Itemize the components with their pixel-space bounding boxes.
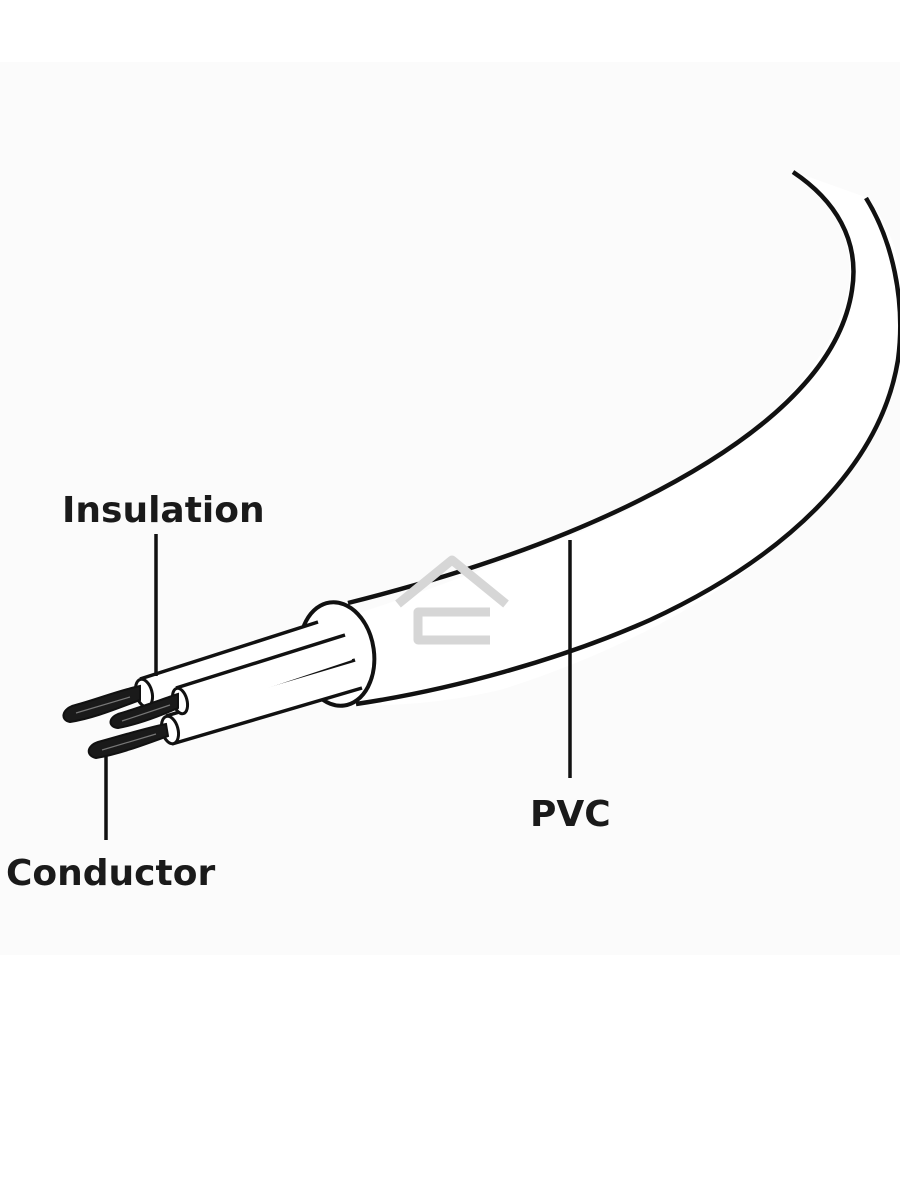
house-logo-icon bbox=[395, 555, 509, 645]
pvc-sheath-upper-edge bbox=[347, 170, 856, 606]
insulated-core-lower-bottom-edge bbox=[171, 686, 363, 746]
insulated-core-middle bbox=[176, 636, 352, 716]
insulation-label: Insulation bbox=[62, 490, 265, 531]
insulated-core-upper-top-edge bbox=[139, 620, 319, 681]
pvc-label: PVC bbox=[530, 794, 611, 835]
pvc-sheath-lower-edge bbox=[355, 196, 900, 707]
insulated-core-middle-top-edge bbox=[175, 633, 346, 690]
conductor-strands-upper bbox=[62, 684, 141, 724]
conductor-label: Conductor bbox=[6, 853, 215, 894]
conductor-strands-lower bbox=[87, 722, 170, 760]
conductor-strand-highlights bbox=[75, 696, 171, 751]
insulated-core-lower bbox=[166, 661, 362, 744]
